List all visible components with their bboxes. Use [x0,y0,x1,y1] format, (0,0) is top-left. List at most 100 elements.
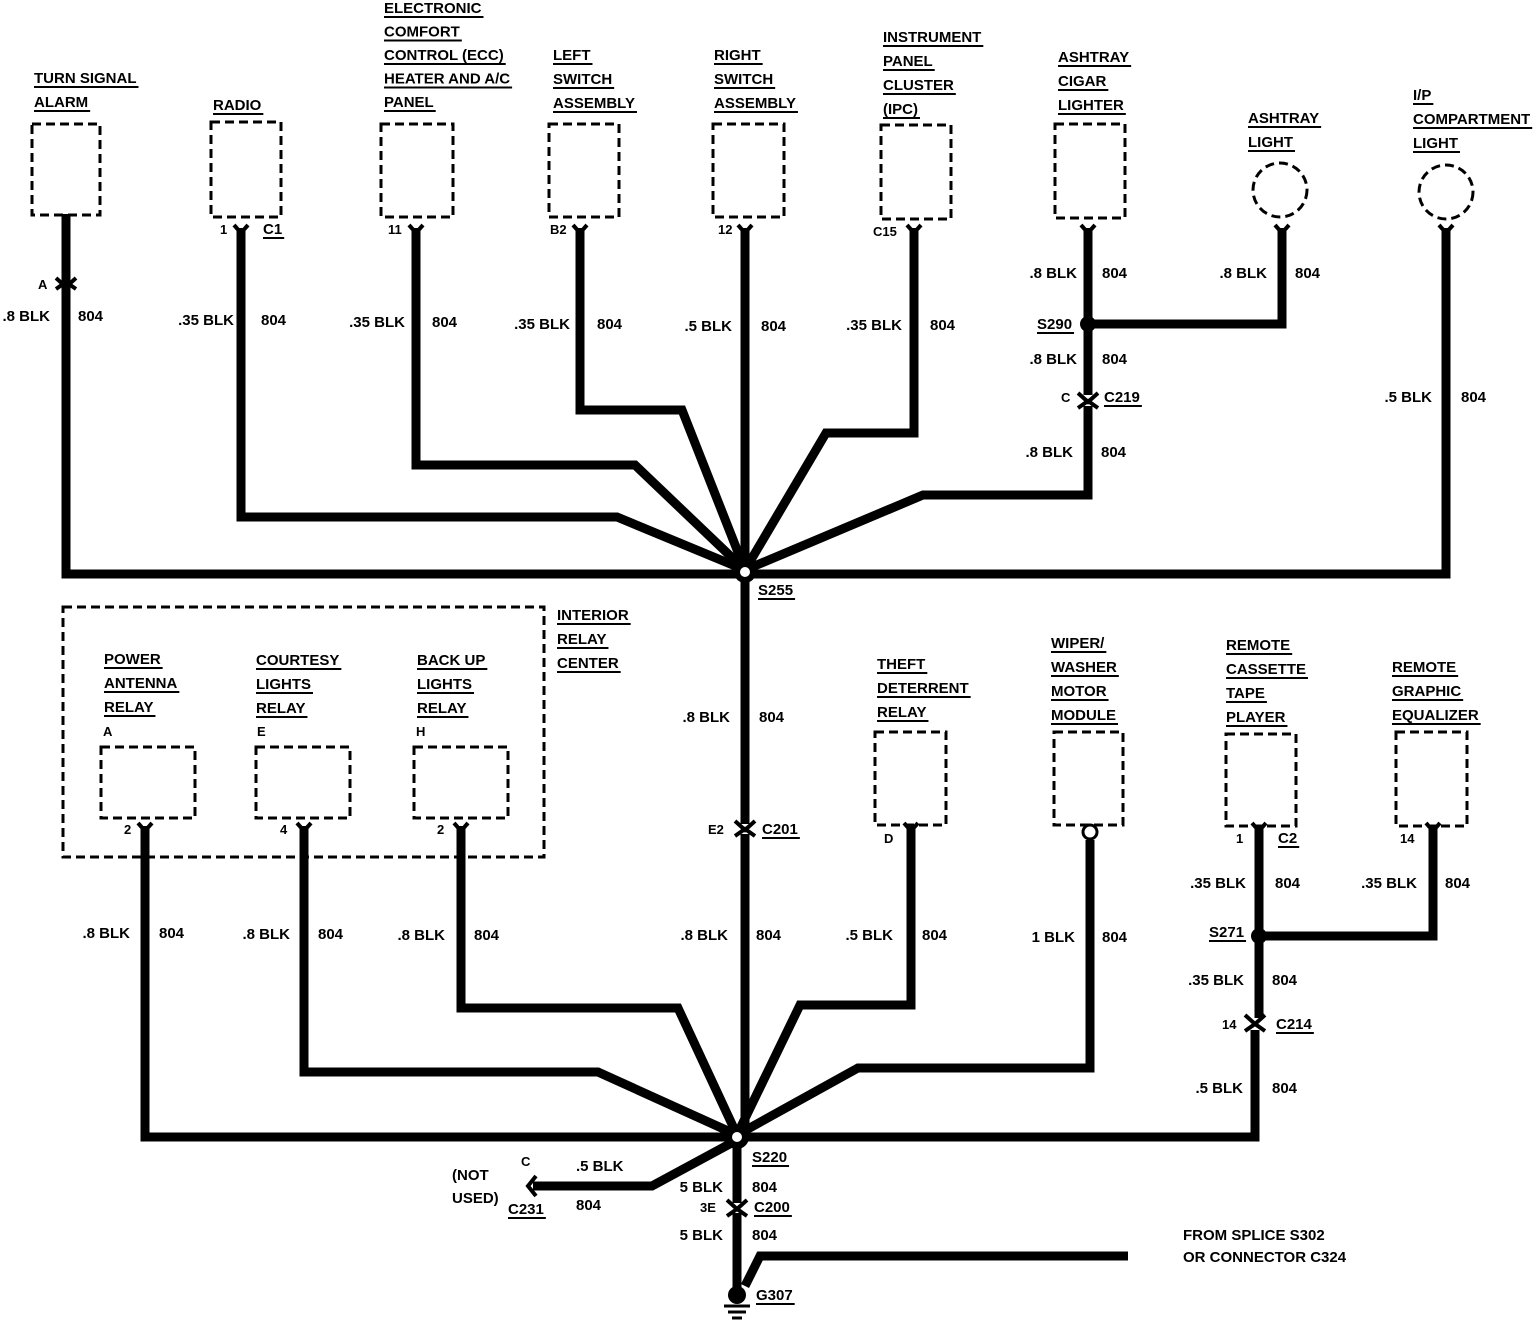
splices [725,316,1267,1149]
connector-c200-shape [725,1198,749,1218]
circuit-w-equalizer: 804 [1445,875,1471,892]
relay-letter-a: A [103,724,113,739]
circuit-w-cassette: 804 [1275,875,1301,892]
wiper-washer-module-box[interactable] [1052,730,1125,827]
circuit-w-cl: 804 [318,926,344,943]
theft-deterrent-relay-label-1: DETERRENT [877,680,969,697]
ecc-panel-label-2: CONTROL (ECC) [384,47,504,64]
back-up-lights-relay-label-1: LIGHTS [417,676,472,693]
connector-c214-shape [1243,1013,1267,1033]
circuit-w-s271-c214: 804 [1272,972,1298,989]
ipc-label-2: CLUSTER [883,77,954,94]
wire-c214-down [737,1030,1260,1142]
circuit-w-ashlight: 804 [1295,265,1321,282]
wire-theft [732,826,916,1137]
splice-s271[interactable] [1251,928,1267,944]
pin-c219: C [1061,390,1071,405]
circuit-w-s220-c200: 804 [752,1179,778,1196]
cigar-lighter-box[interactable] [1053,122,1127,220]
wiper-washer-module-label-2: MOTOR [1051,683,1107,700]
terminal-theft [902,821,920,835]
wiper-washer-module-label-0: WIPER/ [1051,635,1105,652]
relay-letter-e: E [257,724,266,739]
ip-compartment-light-label-1: COMPARTMENT [1413,111,1530,128]
wire-ipc [741,228,919,573]
ashtray-light-label-0: ASHTRAY [1248,110,1319,127]
gauge-w-pa: .8 BLK [82,925,130,942]
power-antenna-relay-box[interactable] [99,745,197,820]
gauge-w-c214-down: .5 BLK [1195,1080,1243,1097]
ground-g307-label: G307 [756,1287,793,1304]
left-switch-label-1: SWITCH [553,71,612,88]
gauge-w-ashlight: .8 BLK [1219,265,1267,282]
gauge-w-cl: .8 BLK [242,926,290,943]
radio-label-0: RADIO [213,97,262,114]
gauge-w-wiper: 1 BLK [1032,929,1076,946]
remote-equalizer-label-0: REMOTE [1392,659,1456,676]
connector-c231-shape [525,1174,538,1198]
wire-from-splice [740,1251,1128,1289]
ecc-panel-box[interactable] [379,122,455,219]
wire-radio [236,228,747,575]
remote-equalizer-box[interactable] [1394,730,1469,828]
circuit-w-right: 804 [761,318,787,335]
theft-deterrent-relay-box[interactable] [873,730,948,827]
pin-c201: E2 [708,822,724,837]
splice-s255-inner [740,567,750,577]
gauge-w-s271-c214: .35 BLK [1188,972,1244,989]
wire-courtesy [299,826,739,1140]
terminal-pa [136,821,154,835]
turn-signal-alarm-box[interactable] [30,122,102,217]
gauge-w-s220-c200: 5 BLK [680,1179,724,1196]
back-up-lights-relay-box[interactable] [412,745,510,820]
splice-s271-label: S271 [1209,924,1244,941]
gauge-w-ipcomp: .5 BLK [1384,389,1432,406]
interior-relay-center-box[interactable] [61,605,546,859]
left-switch-label-2: ASSEMBLY [553,95,635,112]
radio-box[interactable] [209,120,283,219]
ashtray-light-bulb[interactable] [1251,161,1309,219]
ip-compartment-light-bulb[interactable] [1417,163,1475,221]
ashtray-light-label-1: LIGHT [1248,134,1293,151]
circuit-w-c219-down: 804 [1101,444,1127,461]
connector-c201-shape [733,819,757,838]
ashtray-cigar-lighter-label-1: CIGAR [1058,73,1107,90]
left-switch-box[interactable] [547,122,621,219]
right-switch-box[interactable] [711,122,786,219]
ecc-panel-label-3: HEATER AND A/C [384,71,510,88]
connector-c200-label: C200 [754,1199,790,1216]
pin-ecc: 11 [388,222,402,237]
not-used-label-1: USED) [452,1190,499,1207]
wire-equalizer [1259,826,1438,941]
ashtray-cigar-lighter-label-2: LIGHTER [1058,97,1124,114]
pin-equalizer: 14 [1400,831,1415,846]
remote-cassette-box[interactable] [1224,732,1298,828]
left-switch-label-0: LEFT [553,47,591,64]
terminal-bu [452,821,470,835]
ipc-label-0: INSTRUMENT [883,29,981,46]
right-switch-label-0: RIGHT [714,47,761,64]
remote-equalizer-label-1: GRAPHIC [1392,683,1461,700]
turn-signal-alarm-label-0: TURN SIGNAL [34,70,137,87]
ground-symbol[interactable] [724,1286,750,1320]
terminal-left [571,223,589,237]
wire-turn-signal [61,214,745,579]
pin-turn-signal: A [38,277,48,292]
not-used-label-0: (NOT [452,1167,489,1184]
terminal-ipc [905,223,923,237]
splice-s255-label: S255 [758,582,793,599]
circuit-w-c214-down: 804 [1272,1080,1298,1097]
circuit-w-ipc: 804 [930,317,956,334]
ipc-label-1: PANEL [883,53,933,70]
courtesy-lights-relay-box[interactable] [254,745,352,820]
pin-right: 12 [718,222,732,237]
from-splice-label-0: FROM SPLICE S302 [1183,1227,1325,1244]
power-antenna-relay-label-2: RELAY [104,699,153,716]
splice-s290[interactable] [1080,316,1096,332]
gauge-w-cassette: .35 BLK [1190,875,1246,892]
theft-deterrent-relay-label-0: THEFT [877,656,925,673]
pin-pa-relay: 2 [124,822,131,837]
gauge-w-s255-c201: .8 BLK [682,709,730,726]
ipc-box[interactable] [879,123,953,221]
ecc-panel-label-0: ELECTRONIC [384,0,482,17]
